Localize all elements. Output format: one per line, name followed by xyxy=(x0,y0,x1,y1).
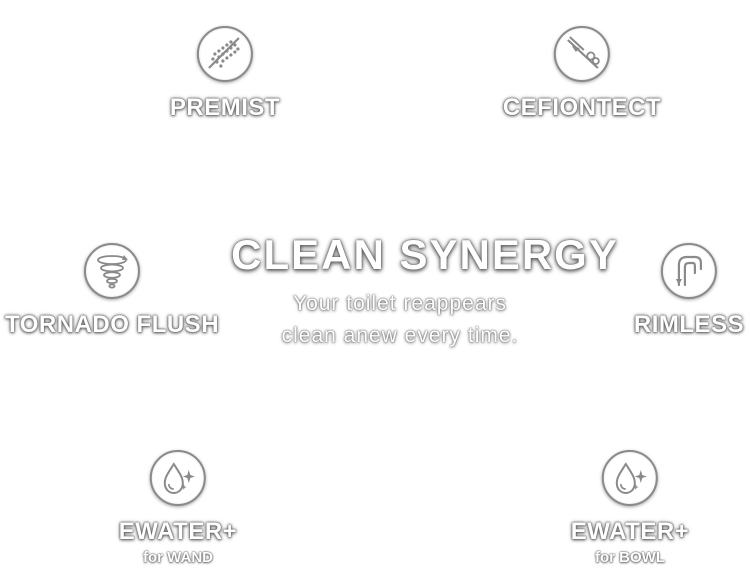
feature-tornado-flush: TORNADO FLUSH xyxy=(5,243,219,337)
ewater-bowl-sublabel: for BOWL xyxy=(595,549,665,566)
subtitle-line-1: Your toilet reappears xyxy=(292,292,508,315)
feature-rimless: RIMLESS xyxy=(634,243,744,337)
ewater-wand-sublabel: for WAND xyxy=(143,549,213,566)
ewater-wand-label: EWATER+ xyxy=(118,518,238,545)
premist-label: PREMIST xyxy=(169,94,281,121)
clean-synergy-title: CLEAN SYNERGY xyxy=(231,231,619,278)
tornado-icon xyxy=(84,243,140,299)
rimless-bowl-icon xyxy=(661,243,717,299)
center-subtitle: Your toilet reappears clean anew every t… xyxy=(282,288,519,352)
glaze-surface-icon xyxy=(553,26,610,82)
feature-cefiontect: CEFIONTECT xyxy=(503,26,661,120)
rimless-label: RIMLESS xyxy=(633,311,745,338)
feature-premist: PREMIST xyxy=(170,26,280,120)
water-drop-sparkle-icon xyxy=(150,450,206,506)
cefiontect-label: CEFIONTECT xyxy=(502,94,662,121)
feature-ewater-wand: EWATER+ for WAND xyxy=(119,450,237,565)
ewater-bowl-label: EWATER+ xyxy=(570,518,690,545)
tornado-flush-label: TORNADO FLUSH xyxy=(4,311,220,338)
water-drop-sparkle-icon xyxy=(602,450,658,506)
feature-ewater-bowl: EWATER+ for BOWL xyxy=(571,450,689,565)
spray-icon xyxy=(197,26,253,82)
center-heading: CLEAN SYNERGY xyxy=(231,231,619,278)
subtitle-line-2: clean anew every time. xyxy=(281,324,519,347)
